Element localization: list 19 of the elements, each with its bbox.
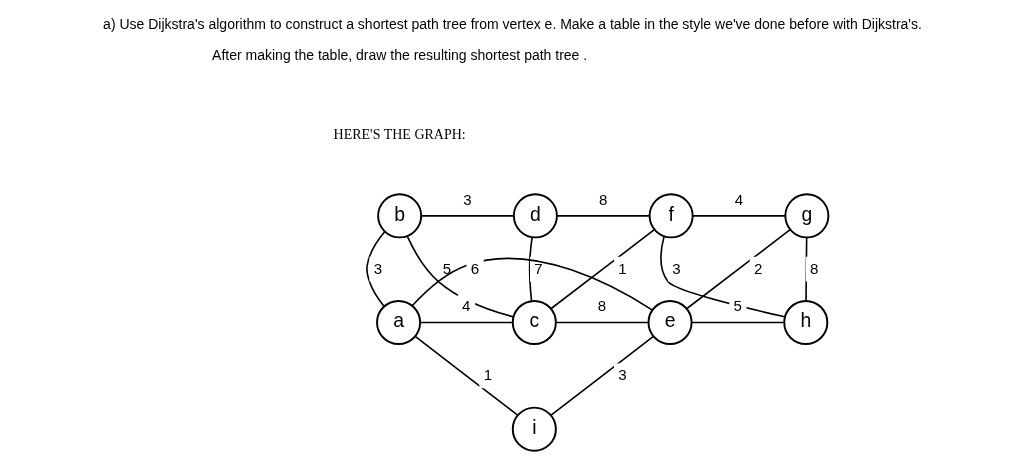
edge-label: 3 (617, 365, 627, 383)
edge-label: 5 (442, 259, 451, 277)
label: After making the table, draw the resulting shortest path tree . (211, 46, 587, 63)
edge-label: 2 (753, 259, 762, 277)
edge-label: 1 (483, 365, 492, 383)
edge-label: 3 (462, 190, 472, 208)
edge-label: 8 (598, 190, 607, 208)
diagram-title: a) Use Dijkstra's algorithm to construct a shortest path tree from vertex e. Make a table in the style we've done before with Dijkstra's. (102, 15, 922, 32)
label: HERE'S THE GRAPH: (333, 126, 466, 142)
edge-label: 3 (671, 259, 681, 277)
edge-label: 5 (733, 296, 742, 314)
edge-label: 8 (597, 296, 606, 314)
edge-label: 4 (734, 190, 743, 208)
edge-label: 8 (809, 259, 818, 277)
edge-label: 7 (533, 259, 543, 277)
edge-label: 4 (461, 296, 471, 314)
edge-label: 6 (470, 259, 479, 277)
edge-label: 3 (373, 259, 382, 277)
edge-label: 1 (617, 259, 627, 277)
